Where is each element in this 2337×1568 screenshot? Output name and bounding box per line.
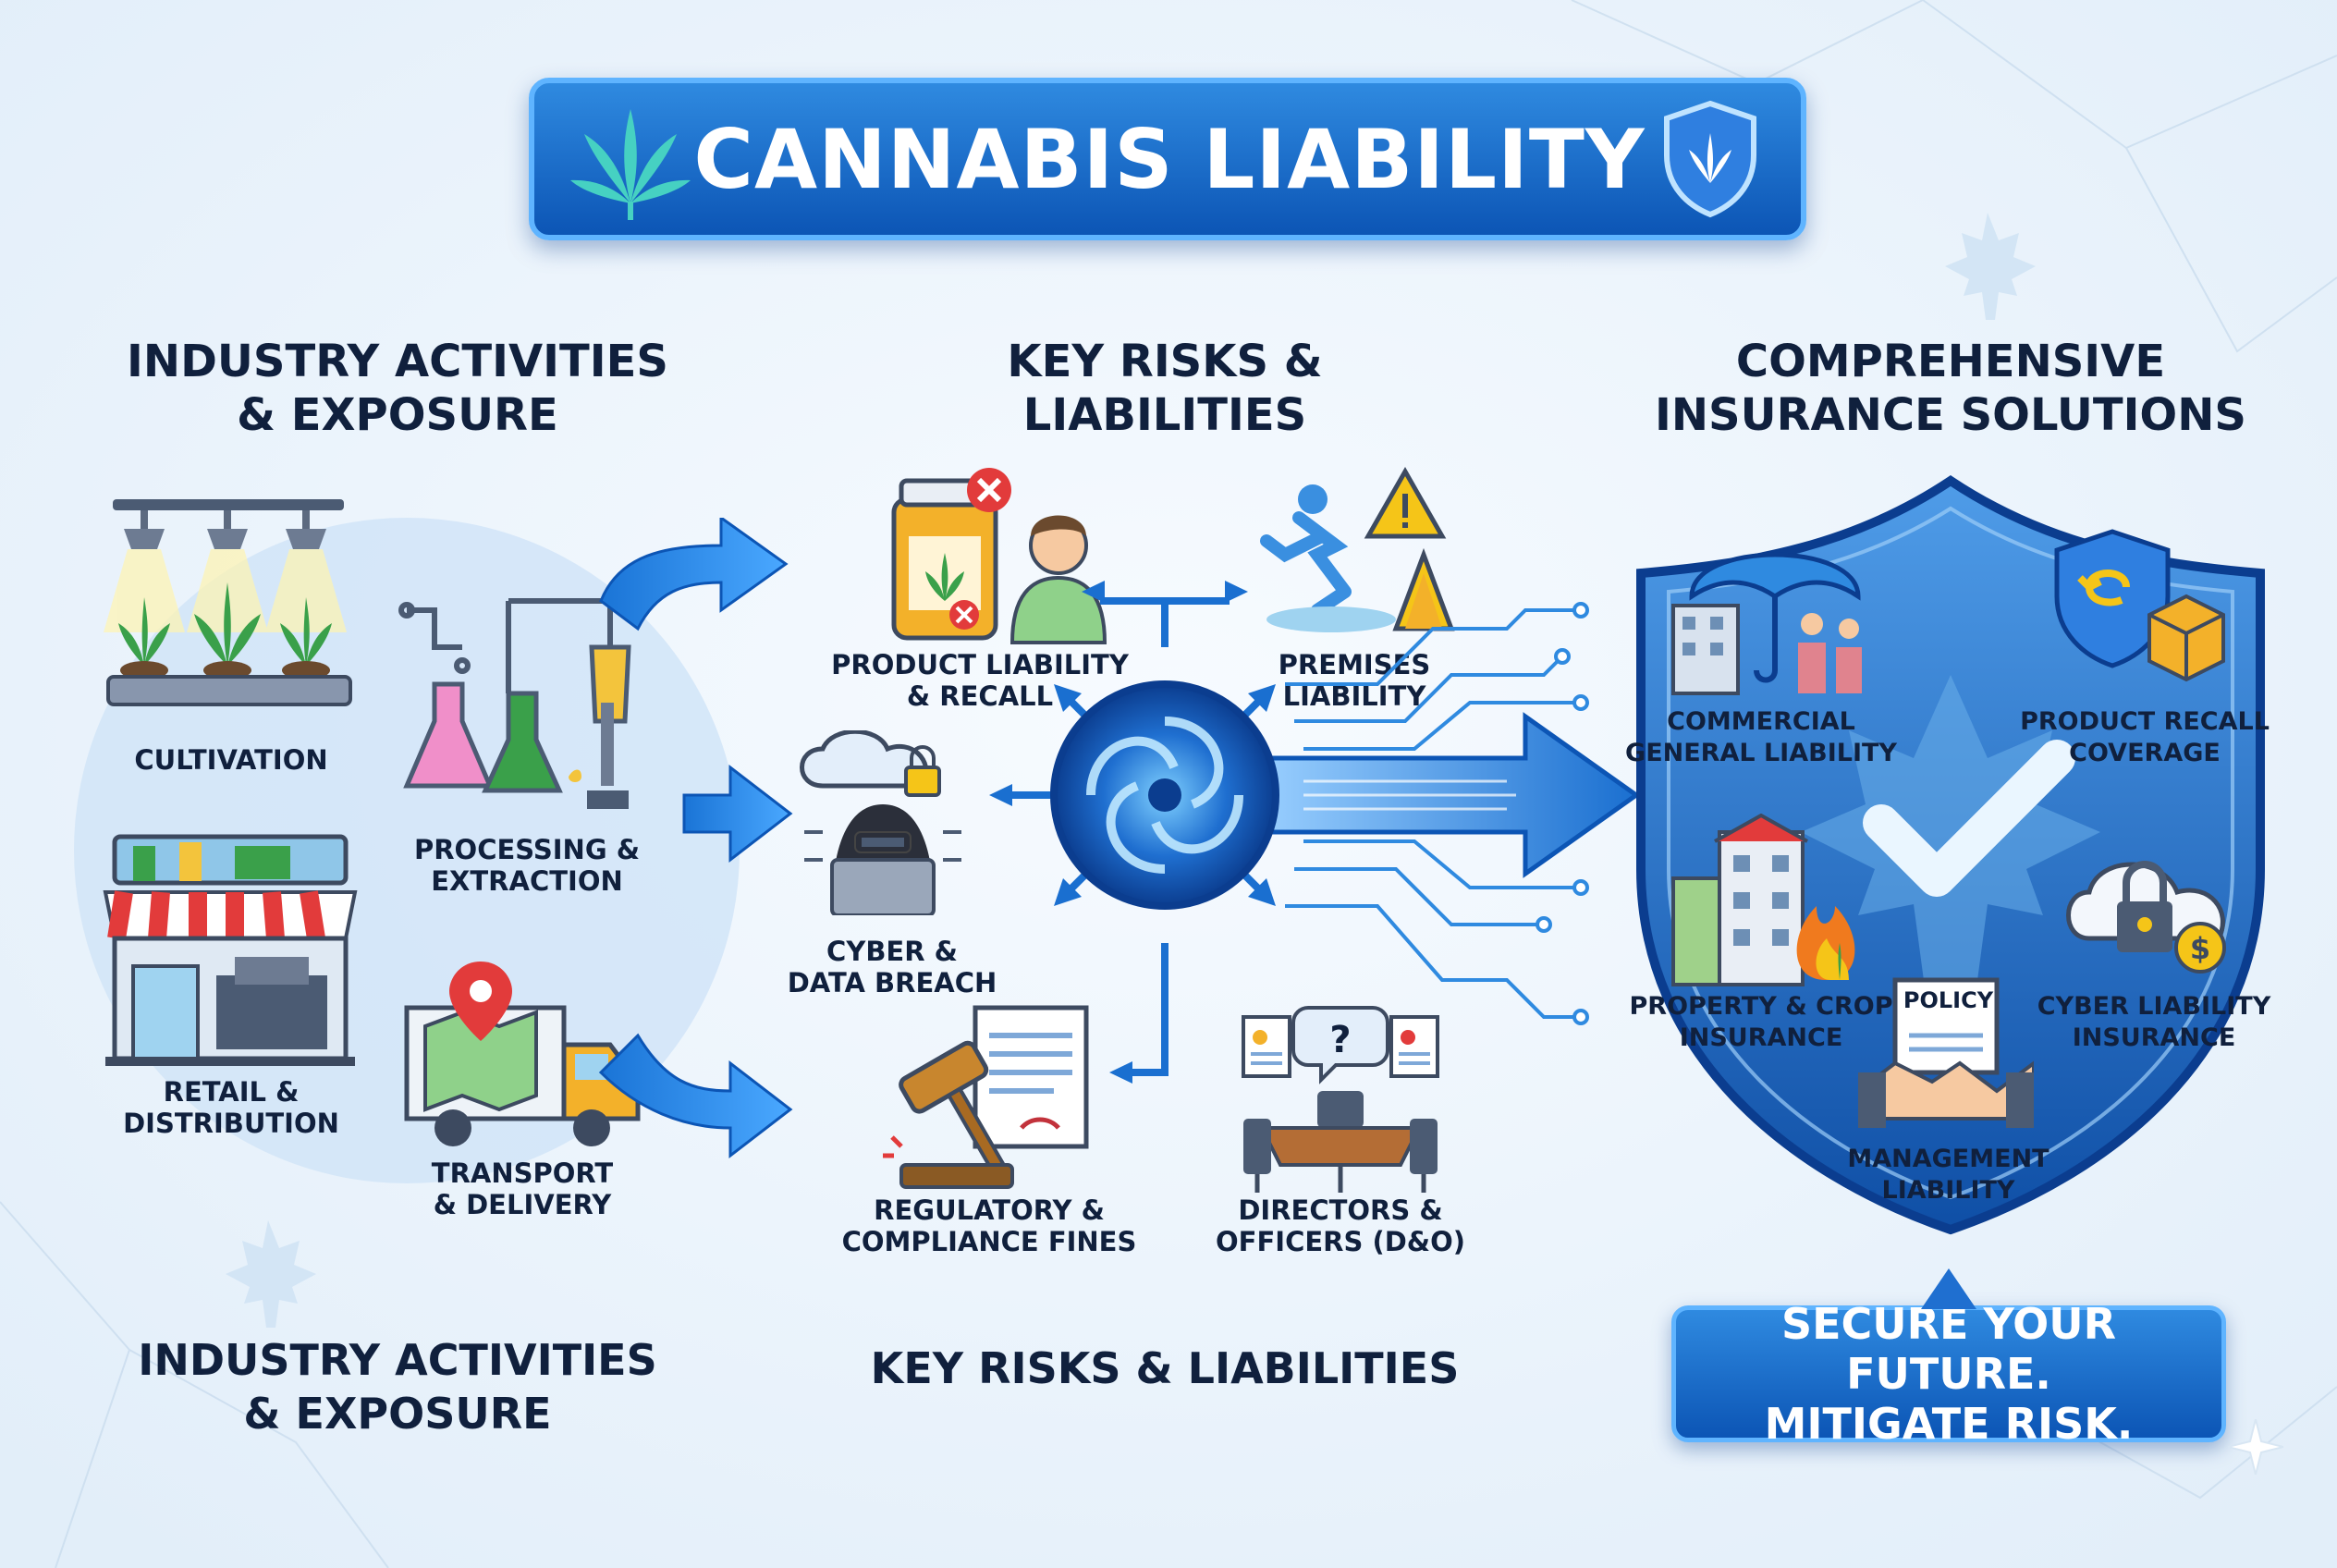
cyber-hacker-icon	[800, 730, 961, 915]
svg-text:$: $	[2190, 931, 2210, 966]
cyber-liability-insurance-label: CYBER LIABILITY INSURANCE	[2037, 992, 2271, 1052]
cultivation-icon	[104, 499, 352, 706]
processing-extraction-icon	[398, 598, 631, 809]
umbrella-building-icon	[1671, 552, 1862, 695]
management-liability-label: MANAGEMENT LIABILITY	[1847, 1145, 2049, 1205]
cannabis-leaf-icon	[570, 109, 691, 220]
cyber-data-breach-label: CYBER & DATA BREACH	[787, 936, 997, 998]
risks-footer: KEY RISKS & LIABILITIES	[870, 1343, 1460, 1393]
product-recall-shield-icon	[2054, 529, 2225, 682]
policy-document-label: POLICY	[1903, 987, 1994, 1013]
cta-pointer-icon	[1921, 1268, 1976, 1309]
activities-footer: INDUSTRY ACTIVITIES & EXPOSURE	[138, 1335, 657, 1439]
cyber-lock-cloud-icon: $	[2066, 861, 2226, 974]
shield-leaf-icon	[1664, 100, 1756, 218]
flow-arrows-left	[598, 518, 793, 1159]
title-banner	[529, 78, 1806, 240]
cultivation-label: CULTIVATION	[134, 744, 328, 776]
product-liability-label: PRODUCT LIABILITY & RECALL	[831, 649, 1129, 712]
regulatory-gavel-icon	[883, 1005, 1089, 1189]
policy-handshake-icon	[1858, 977, 2034, 1128]
sparkle-icon	[2228, 1419, 2283, 1475]
regulatory-compliance-label: REGULATORY & COMPLIANCE FINES	[841, 1194, 1137, 1257]
cta-banner: SECURE YOUR FUTURE. MITIGATE RISK.	[1671, 1299, 2226, 1449]
commercial-general-liability-label: COMMERCIAL GENERAL LIABILITY	[1625, 707, 1897, 767]
transport-truck-icon	[404, 962, 641, 1146]
transport-delivery-label: TRANSPORT & DELIVERY	[431, 1158, 614, 1220]
retail-store-icon	[103, 834, 358, 1066]
property-crop-label: PROPERTY & CROP INSURANCE	[1629, 992, 1893, 1052]
page-title: CANNABIS LIABILITY	[693, 111, 1646, 207]
property-crop-icon	[1671, 814, 1855, 986]
processing-extraction-label: PROCESSING & EXTRACTION	[413, 834, 641, 897]
retail-distribution-label: RETAIL & DISTRIBUTION	[123, 1076, 339, 1139]
solutions-heading: COMPREHENSIVE INSURANCE SOLUTIONS	[1655, 336, 2246, 441]
product-recall-coverage-label: PRODUCT RECALL COVERAGE	[2020, 707, 2270, 767]
insurance-shield	[1636, 474, 2265, 1235]
risks-heading: KEY RISKS & LIABILITIES	[1007, 336, 1323, 441]
svg-text:?: ?	[1329, 1019, 1351, 1061]
directors-officers-icon: ?	[1242, 1006, 1439, 1193]
central-hub	[989, 581, 1641, 1084]
premises-liability-icon	[1260, 466, 1455, 632]
directors-officers-label: DIRECTORS & OFFICERS (D&O)	[1216, 1194, 1465, 1257]
product-liability-icon	[891, 468, 1107, 644]
activities-heading: INDUSTRY ACTIVITIES & EXPOSURE	[127, 336, 668, 441]
